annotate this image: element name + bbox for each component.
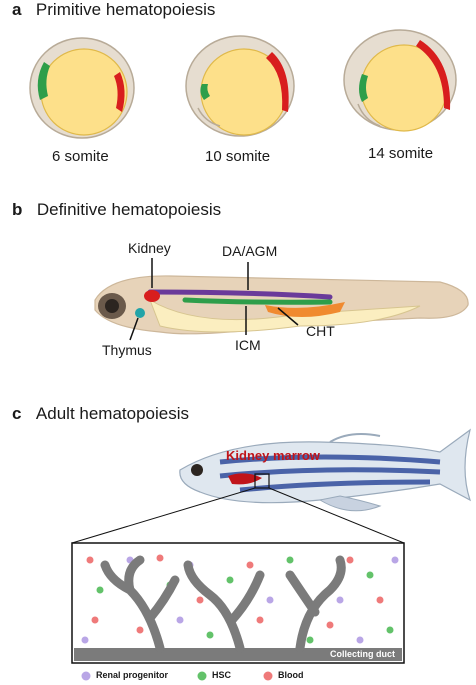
larva-illustration [94, 258, 469, 341]
panel-b-header: b Definitive hematopoiesis [12, 200, 221, 220]
legend-marker-renal [81, 671, 91, 681]
thymus-region [135, 308, 145, 318]
legend-marker-hsc [197, 671, 207, 681]
embryo-6-somite [29, 37, 135, 139]
legend-label-blood: Blood [278, 670, 304, 680]
label-collecting-duct: Collecting duct [330, 649, 395, 659]
label-kidney-marrow: Kidney marrow [226, 448, 320, 463]
panel-c-header: c Adult hematopoiesis [12, 404, 189, 424]
label-cht: CHT [306, 323, 335, 339]
label-thymus: Thymus [102, 342, 152, 358]
panel-a-letter: a [12, 0, 22, 19]
panel-a-title: Primitive hematopoiesis [35, 0, 216, 19]
legend-label-hsc: HSC [212, 670, 232, 680]
kidney-marrow-region [228, 473, 262, 485]
green-domain-1 [37, 62, 50, 100]
green-domain-3 [359, 74, 368, 102]
legend-label-renal: Renal progenitor [96, 670, 169, 680]
embryo-10-somite [185, 35, 295, 137]
panel-b-title: Definitive hematopoiesis [36, 200, 222, 219]
stage-label-3: 14 somite [368, 145, 434, 162]
panel-c-letter: c [12, 404, 22, 423]
label-icm: ICM [235, 337, 261, 353]
green-domain-2 [200, 84, 210, 100]
red-domain-2 [266, 52, 289, 112]
zoom-box [254, 473, 270, 489]
panel-a-header: a Primitive hematopoiesis [12, 0, 215, 20]
red-domain-3 [416, 40, 451, 110]
panel-b-letter: b [12, 200, 23, 219]
stage-label-2: 10 somite [205, 148, 271, 165]
hsc-cells [96, 556, 394, 644]
adult-fish-illustration [71, 428, 472, 544]
collecting-duct-inset [71, 542, 405, 664]
embryo-14-somite [343, 29, 457, 132]
red-domain-1 [114, 72, 125, 112]
label-da-agm: DA/AGM [222, 243, 278, 259]
icm-band [182, 297, 333, 305]
stage-label-1: 6 somite [52, 148, 109, 165]
kidney-region [144, 290, 160, 302]
da-agm-band [147, 289, 333, 300]
renal-progenitor-cells [81, 556, 399, 644]
panel-c-title: Adult hematopoiesis [35, 404, 190, 423]
label-kidney: Kidney [128, 240, 171, 256]
legend-marker-blood [263, 671, 273, 681]
